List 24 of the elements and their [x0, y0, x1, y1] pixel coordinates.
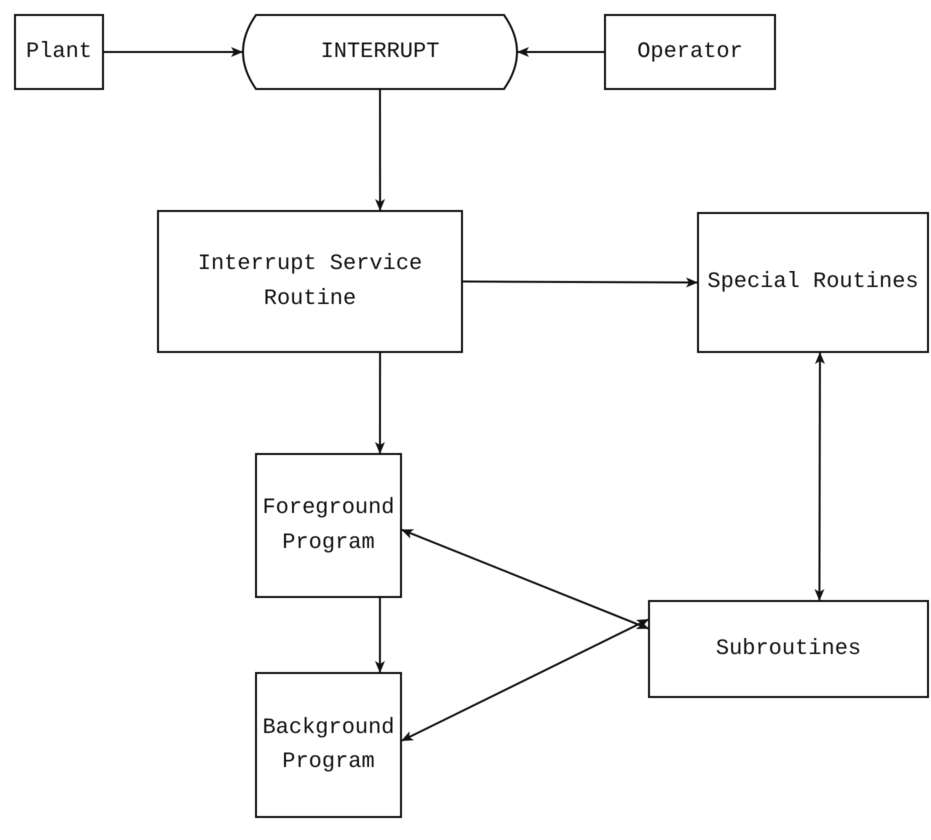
process-box [604, 14, 776, 90]
node-label: Special Routines [706, 268, 920, 296]
arrow [517, 47, 604, 57]
arrow [104, 47, 243, 57]
node-label: Background Program [261, 714, 396, 776]
arrow [374, 353, 385, 454]
node-label: Interrupt Service Routine [196, 250, 424, 312]
arrow [375, 90, 386, 211]
arrow [463, 277, 698, 288]
node-label: Foreground Program [261, 494, 396, 556]
process-box [255, 453, 402, 598]
process-box [157, 210, 463, 353]
arrow [814, 352, 825, 601]
arrow [401, 528, 649, 630]
arrow [374, 598, 385, 673]
process-box [697, 212, 929, 353]
node-label: INTERRUPT [320, 38, 440, 66]
process-box [648, 600, 929, 698]
arrow [401, 618, 649, 742]
process-box [14, 14, 104, 90]
node-label: Operator [636, 38, 744, 66]
node-label: Plant [24, 38, 93, 66]
process-box [255, 672, 402, 818]
node-label: Subroutines [714, 634, 862, 663]
